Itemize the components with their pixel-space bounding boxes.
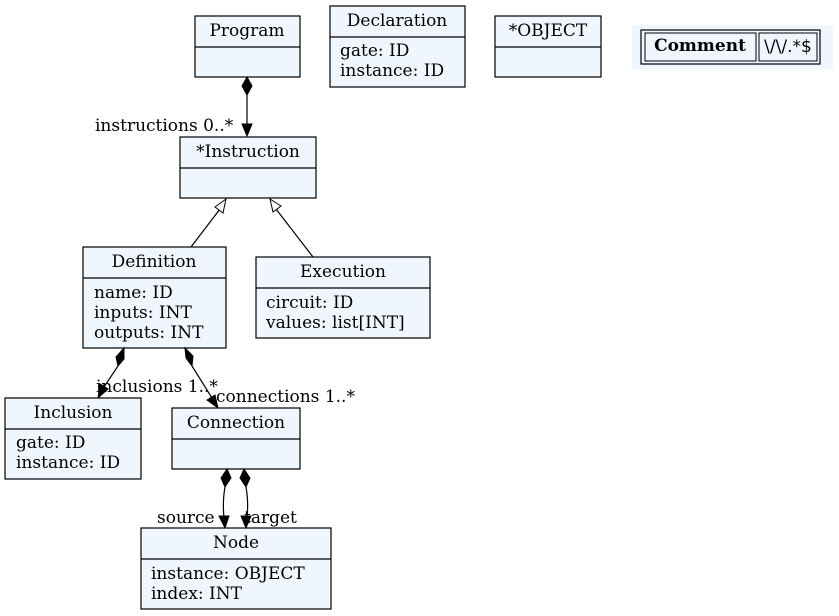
edge-definition-inherits-instruction — [190, 197, 227, 248]
edge-connection-source: source — [157, 467, 232, 530]
edge-line — [275, 208, 314, 258]
inheritance-triangle — [214, 197, 227, 214]
class-object[interactable]: *OBJECT — [494, 15, 602, 78]
edge-label-inclusions: inclusions 1..* — [96, 377, 218, 397]
class-node-attr: instance: OBJECT — [151, 564, 305, 584]
inheritance-triangle — [269, 197, 282, 213]
composition-diamond — [115, 346, 125, 368]
edge-line — [245, 486, 249, 519]
class-definition-attr: name: ID — [94, 283, 173, 303]
edge-definition-inclusions: inclusions 1..* — [96, 346, 218, 400]
class-program-title: Program — [209, 21, 284, 41]
class-node-title: Node — [213, 533, 259, 553]
arrowhead — [240, 515, 252, 530]
arrowhead — [241, 123, 253, 138]
class-execution-attr: circuit: ID — [266, 293, 353, 313]
class-execution[interactable]: Execution circuit: ID values: list[INT] — [255, 256, 431, 339]
class-inclusion-attr: gate: ID — [16, 433, 85, 453]
comment-background — [632, 25, 833, 69]
class-program[interactable]: Program — [194, 15, 301, 78]
class-instruction[interactable]: *Instruction — [179, 136, 317, 199]
class-declaration-attr: instance: ID — [340, 61, 444, 81]
composition-diamond — [220, 467, 232, 489]
edge-line — [222, 486, 226, 519]
class-execution-attr: values: list[INT] — [265, 313, 405, 333]
composition-diamond — [239, 467, 251, 489]
class-definition-attr: outputs: INT — [94, 323, 204, 343]
class-node-box — [140, 527, 332, 610]
class-inclusion-title: Inclusion — [34, 403, 113, 423]
class-declaration[interactable]: Declaration gate: ID instance: ID — [329, 5, 466, 88]
class-declaration-title: Declaration — [347, 11, 448, 31]
class-declaration-box — [329, 5, 466, 88]
edge-line — [190, 208, 221, 248]
class-node-attr: index: INT — [151, 584, 243, 604]
class-execution-box — [255, 256, 431, 339]
comment-pattern: \/\/.*$ — [764, 37, 812, 57]
class-execution-title: Execution — [300, 262, 386, 282]
class-connection[interactable]: Connection — [171, 407, 301, 470]
class-inclusion-attr: instance: ID — [16, 453, 120, 473]
edge-program-instructions: instructions 0..* — [95, 75, 253, 138]
class-connection-title: Connection — [187, 413, 285, 433]
class-definition-box — [82, 246, 227, 349]
edge-line — [191, 365, 213, 399]
edge-line — [103, 365, 119, 388]
composition-diamond — [241, 75, 253, 97]
arrowhead — [218, 515, 230, 530]
class-instruction-title: *Instruction — [196, 142, 300, 162]
comment-outer-border — [640, 29, 821, 65]
edge-label-connections: connections 1..* — [216, 387, 355, 407]
class-definition[interactable]: Definition name: ID inputs: INT outputs:… — [82, 246, 227, 349]
comment-table[interactable]: Comment \/\/.*$ — [632, 25, 833, 69]
class-inclusion[interactable]: Inclusion gate: ID instance: ID — [4, 397, 142, 480]
arrowhead — [97, 383, 109, 400]
class-definition-title: Definition — [112, 252, 197, 272]
class-declaration-attr: gate: ID — [340, 41, 409, 61]
class-definition-attr: inputs: INT — [94, 303, 192, 323]
edge-definition-connections: connections 1..* — [184, 346, 355, 410]
edge-label-instructions: instructions 0..* — [95, 116, 234, 136]
edge-label-target: target — [244, 508, 297, 528]
comment-label: Comment — [654, 36, 746, 56]
edge-connection-target: target — [239, 467, 297, 530]
edge-execution-inherits-instruction — [269, 197, 314, 258]
edge-label-source: source — [157, 508, 215, 528]
class-node[interactable]: Node instance: OBJECT index: INT — [140, 527, 332, 610]
class-inclusion-box — [4, 397, 142, 480]
composition-diamond — [184, 346, 194, 368]
comment-pattern-cell — [758, 32, 818, 62]
class-object-title: *OBJECT — [509, 21, 588, 41]
comment-label-cell — [644, 32, 757, 62]
arrowhead — [206, 394, 219, 410]
